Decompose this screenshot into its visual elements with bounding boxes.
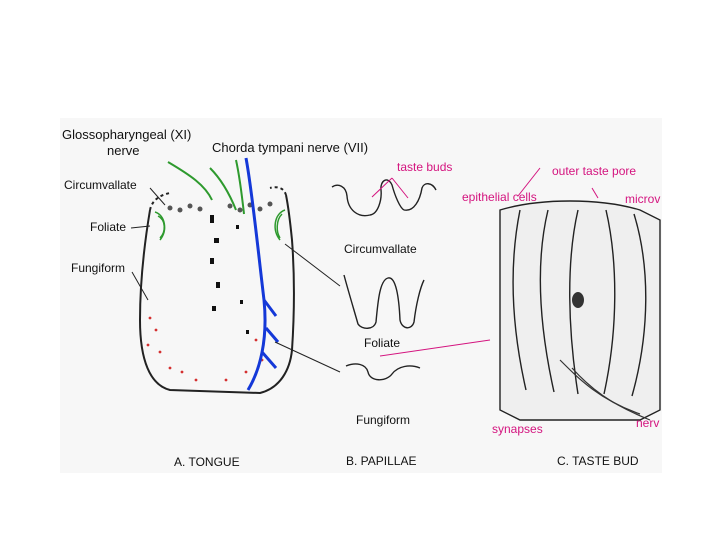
- nerve-label: nerv: [636, 417, 659, 430]
- foliate-papillae-left: [155, 212, 165, 240]
- panel-c-caption: C. TASTE BUD: [557, 455, 639, 468]
- tongue-texture: [210, 215, 249, 334]
- outer-taste-pore-label: outer taste pore: [552, 165, 636, 178]
- taste-bud-cross-section: [500, 201, 660, 420]
- panel-a-caption: A. TONGUE: [174, 456, 240, 469]
- glossopharyngeal-label-line2: nerve: [107, 144, 140, 158]
- leader-lines-left: [131, 188, 340, 372]
- fungiform-center-label: Fungiform: [356, 414, 410, 427]
- fungiform-dots: [147, 317, 264, 382]
- circumvallate-papillae-dots: [168, 202, 273, 213]
- foliate-papillae-right: [275, 210, 285, 240]
- panel-b-caption: B. PAPILLAE: [346, 455, 416, 468]
- synapses-label: synapses: [492, 423, 543, 436]
- taste-buds-label: taste buds: [397, 161, 452, 174]
- foliate-left-label: Foliate: [90, 221, 126, 234]
- chorda-tympani-label: Chorda tympani nerve (VII): [212, 141, 368, 155]
- circumvallate-center-label: Circumvallate: [344, 243, 417, 256]
- glossopharyngeal-nerve: [168, 160, 244, 214]
- glossopharyngeal-label-line1: Glossopharyngeal (XI): [62, 128, 191, 142]
- circumvallate-left-label: Circumvallate: [64, 179, 137, 192]
- chorda-tympani-nerve: [246, 158, 278, 390]
- microvilli-label: microv: [625, 193, 660, 206]
- epithelial-cells-label: epithelial cells: [462, 191, 537, 204]
- fungiform-left-label: Fungiform: [71, 262, 125, 275]
- foliate-center-label: Foliate: [364, 337, 400, 350]
